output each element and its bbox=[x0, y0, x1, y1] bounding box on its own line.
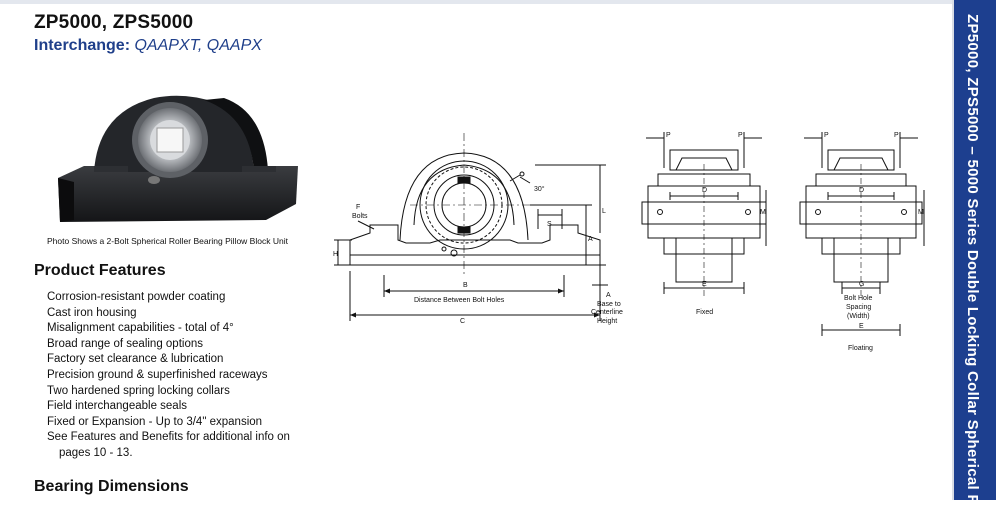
floating-label-m: M bbox=[918, 209, 924, 216]
floating-label-p1: P bbox=[824, 132, 829, 139]
label-b-caption: Distance Between Bolt Holes bbox=[414, 297, 505, 304]
feature-item: Corrosion-resistant powder coating bbox=[47, 291, 226, 303]
fixed-side-view-drawing: P P D M E Fixed bbox=[641, 132, 767, 316]
product-features-heading: Product Features bbox=[34, 262, 166, 279]
top-rule bbox=[0, 0, 952, 4]
floating-label-g: G bbox=[859, 281, 864, 288]
feature-item: See Features and Benefits for additional… bbox=[47, 431, 290, 444]
series-sidebar: ZP5000, ZPS5000 – 5000 Series Double Loc… bbox=[952, 0, 996, 515]
feature-item-continued: pages 10 - 13. bbox=[47, 446, 290, 462]
label-height: Height bbox=[597, 318, 617, 325]
fixed-label-d: D bbox=[702, 187, 707, 194]
feature-item: Fixed or Expansion - Up to 3/4" expansio… bbox=[47, 415, 263, 428]
feature-item: Cast iron housing bbox=[47, 306, 137, 319]
label-centerline: Centerline bbox=[591, 309, 623, 316]
floating-label-spacing: Spacing bbox=[846, 304, 871, 311]
floating-side-view-drawing: P P D M G Bolt Hole Spacing (Width) E Fl… bbox=[799, 132, 925, 352]
front-view-drawing: F Bolts 30° H L A S B Distance Between B… bbox=[333, 133, 623, 325]
floating-label-width: (Width) bbox=[847, 313, 870, 320]
feature-item: Precision ground & superfinished raceway… bbox=[47, 368, 268, 381]
interchange-line: Interchange: QAAPXT, QAAPX bbox=[34, 37, 262, 55]
floating-label-bolt-hole: Bolt Hole bbox=[844, 295, 873, 302]
label-s: S bbox=[547, 221, 552, 228]
floating-label-p2: P bbox=[894, 132, 899, 139]
fixed-label-p2: P bbox=[738, 132, 743, 139]
feature-item: Field interchangeable seals bbox=[47, 400, 188, 413]
floating-label-e: E bbox=[859, 323, 864, 330]
label-b: B bbox=[463, 282, 468, 289]
label-a2: A bbox=[606, 292, 611, 299]
photo-caption: Photo Shows a 2-Bolt Spherical Roller Be… bbox=[47, 236, 288, 246]
bearing-dimensions-heading: Bearing Dimensions bbox=[34, 478, 189, 495]
label-h: H bbox=[333, 251, 338, 258]
feature-item-continuation: pages 10 - 13. bbox=[59, 446, 133, 459]
label-bolts: Bolts bbox=[352, 213, 368, 220]
floating-caption: Floating bbox=[848, 345, 873, 352]
feature-item: Two hardened spring locking collars bbox=[47, 384, 230, 397]
floating-label-d: D bbox=[859, 187, 864, 194]
product-photo bbox=[58, 95, 298, 222]
interchange-value: QAAPXT, QAAPX bbox=[134, 37, 262, 54]
label-base-to: Base to bbox=[597, 301, 621, 308]
label-a: A bbox=[588, 236, 593, 243]
product-features-list: Corrosion-resistant powder coating Cast … bbox=[47, 290, 290, 462]
label-l: L bbox=[602, 208, 606, 215]
label-c: C bbox=[460, 318, 465, 325]
fixed-label-p1: P bbox=[666, 132, 671, 139]
feature-item: Broad range of sealing options bbox=[47, 337, 203, 350]
feature-item: Misalignment capabilities - total of 4° bbox=[47, 322, 234, 335]
interchange-label: Interchange: bbox=[34, 37, 131, 54]
label-angle: 30° bbox=[534, 185, 545, 193]
fixed-caption: Fixed bbox=[696, 309, 713, 316]
feature-item: Factory set clearance & lubrication bbox=[47, 353, 224, 366]
page-title: ZP5000, ZPS5000 bbox=[34, 12, 194, 33]
fixed-label-e: E bbox=[702, 281, 707, 288]
label-f: F bbox=[356, 204, 360, 211]
sidebar-series-title: ZP5000, ZPS5000 – 5000 Series Double Loc… bbox=[964, 14, 981, 515]
fixed-label-m: M bbox=[760, 209, 766, 216]
